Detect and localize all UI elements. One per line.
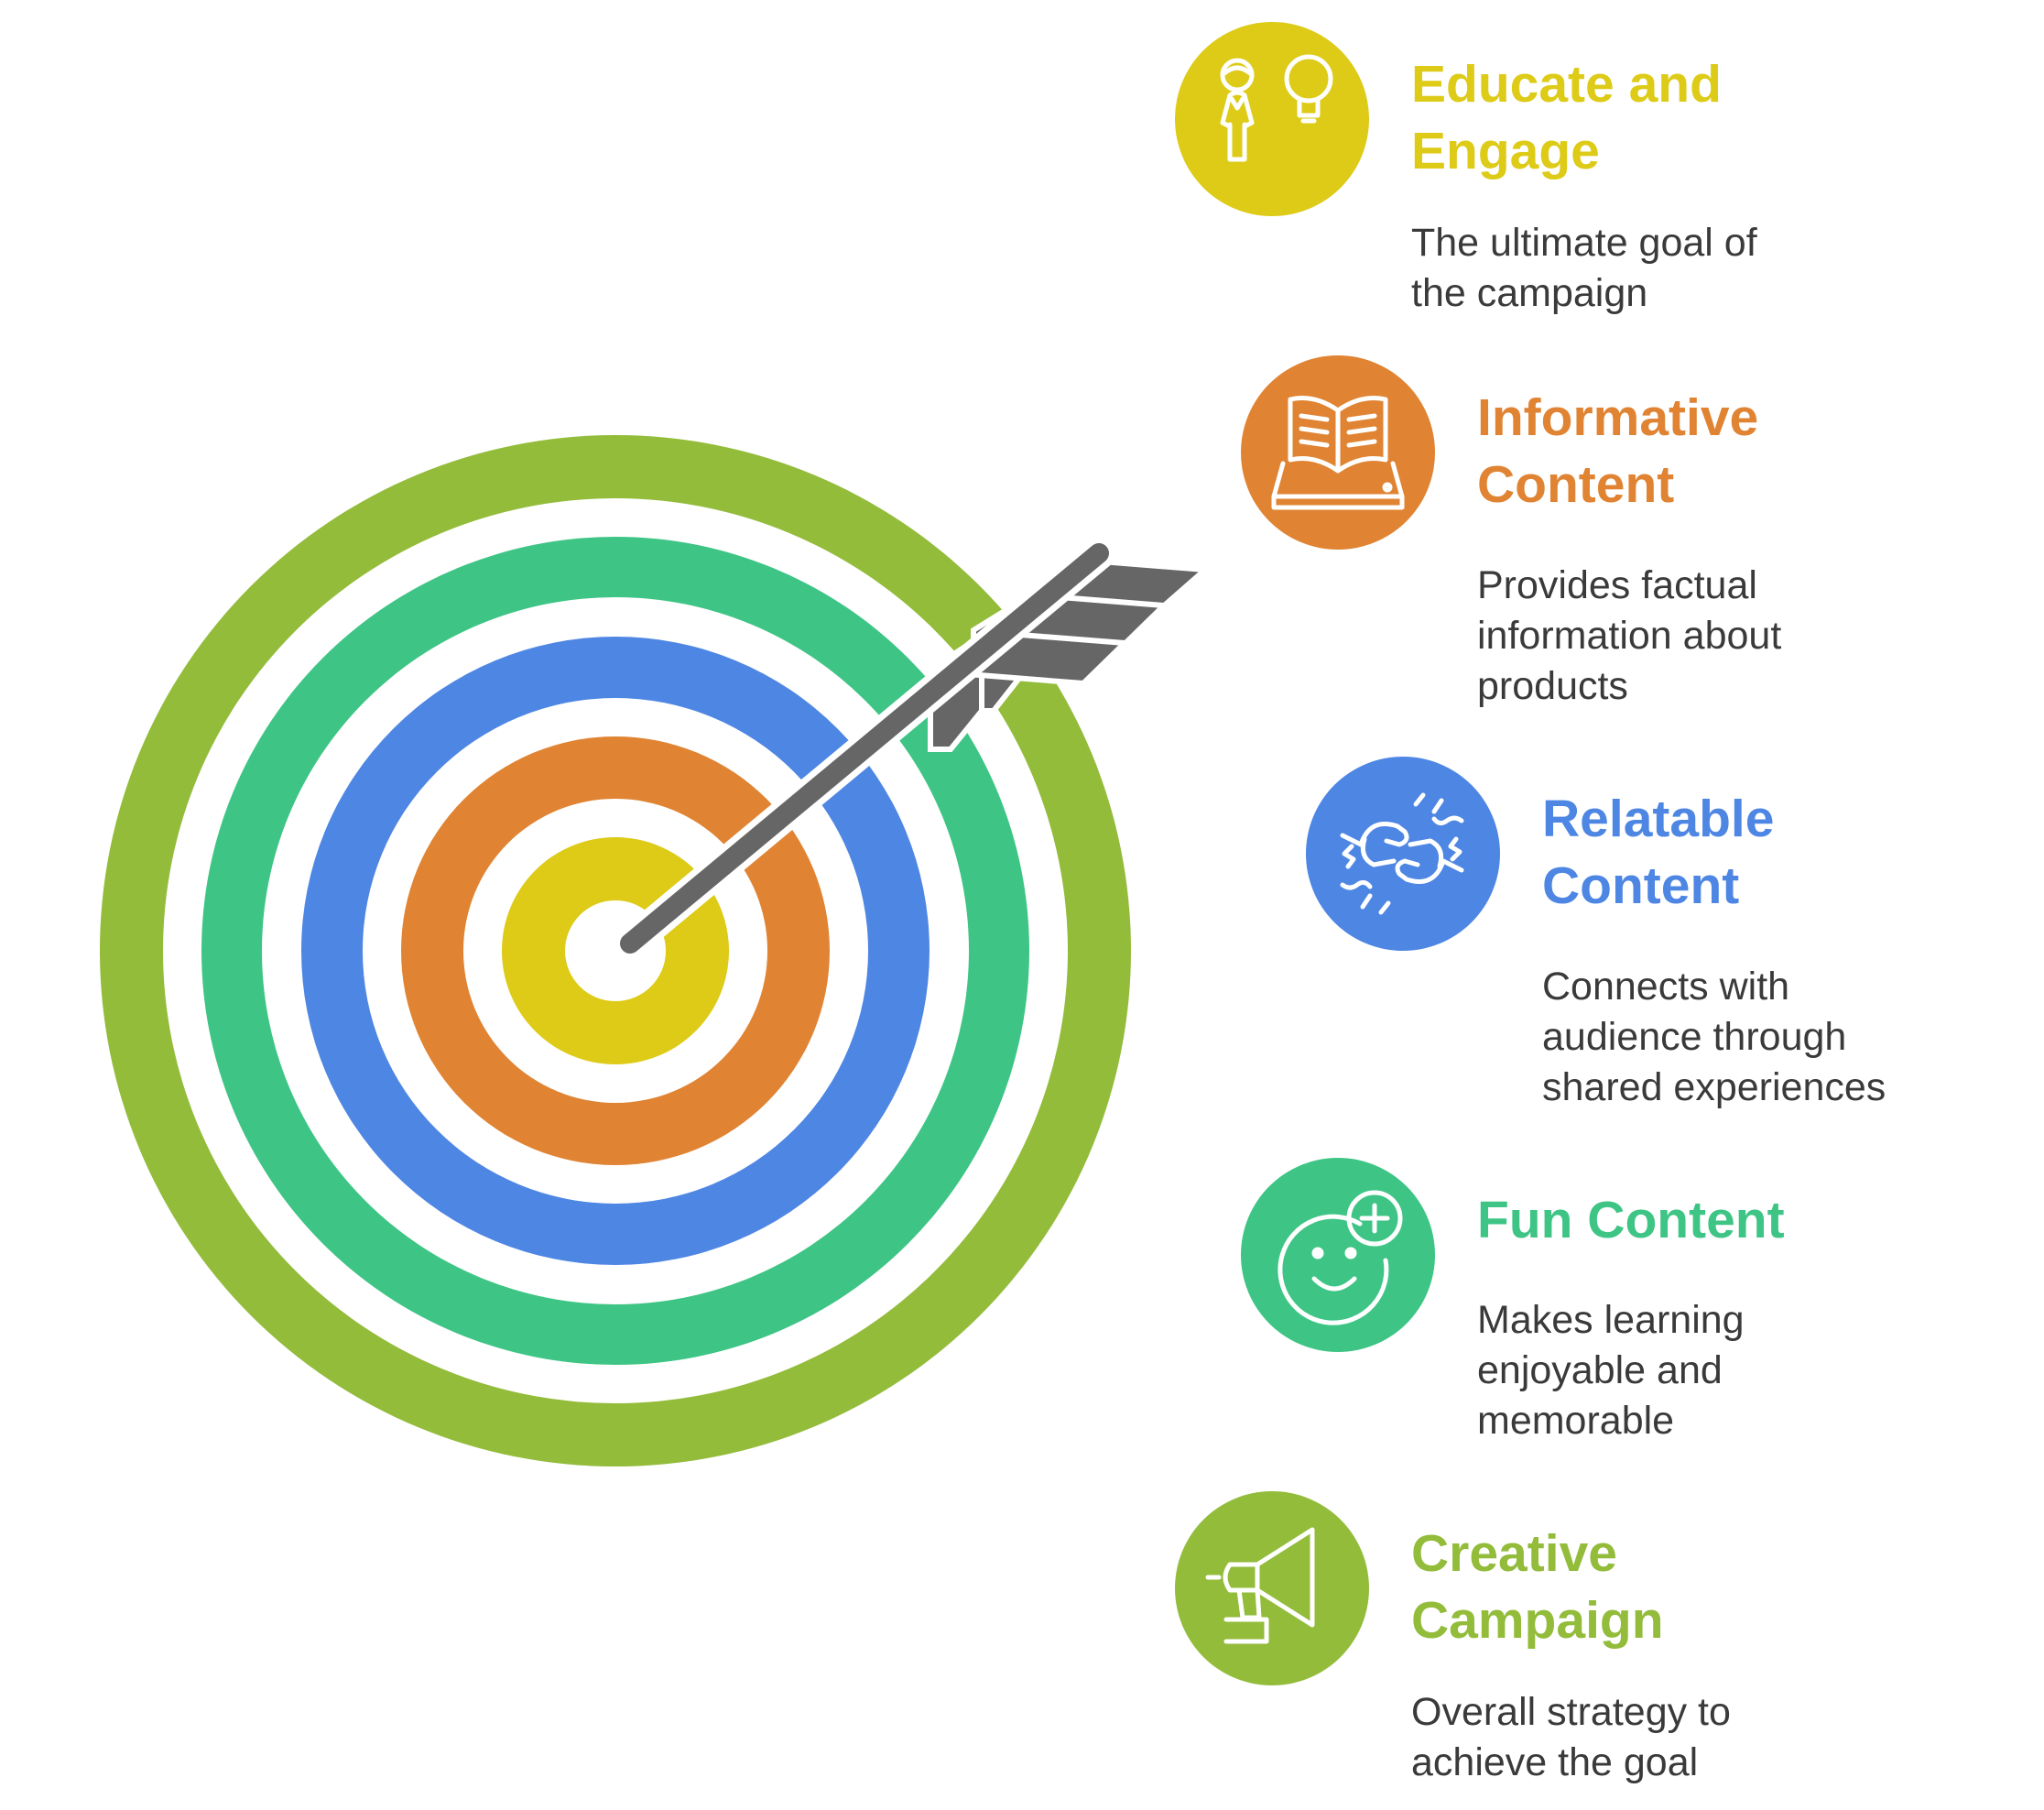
item-icon-circle	[1175, 22, 1369, 216]
target-diagram	[100, 435, 1209, 1467]
item-description: Makes learning enjoyable and memorable	[1477, 1298, 1745, 1443]
item-title: Educate and Engage	[1411, 55, 1722, 180]
arrow	[614, 537, 1209, 960]
fist-bump-icon	[1340, 792, 1464, 915]
item-description: Provides factual information about produ…	[1477, 563, 1782, 708]
item-icon-circle	[1175, 1491, 1369, 1685]
item-icon-circle	[1241, 1158, 1435, 1352]
smiley-plus-icon	[1278, 1190, 1403, 1325]
item-title: Informative Content	[1477, 388, 1759, 514]
open-book-icon	[1271, 396, 1405, 510]
item-description: Connects with audience through shared ex…	[1542, 965, 1886, 1109]
item-icon-circle	[1241, 355, 1435, 550]
teacher-lightbulb-icon	[1220, 54, 1333, 162]
arrow-shaft	[620, 543, 1109, 954]
item-title: Relatable Content	[1542, 790, 1775, 915]
item-title: Creative Campaign	[1411, 1524, 1664, 1650]
item-description: Overall strategy to achieve the goal	[1411, 1690, 1731, 1784]
item-title: Fun Content	[1477, 1191, 1785, 1249]
item-description: The ultimate goal of the campaign	[1411, 221, 1757, 315]
megaphone-icon	[1205, 1527, 1315, 1644]
item-icon-circle	[1306, 757, 1500, 951]
